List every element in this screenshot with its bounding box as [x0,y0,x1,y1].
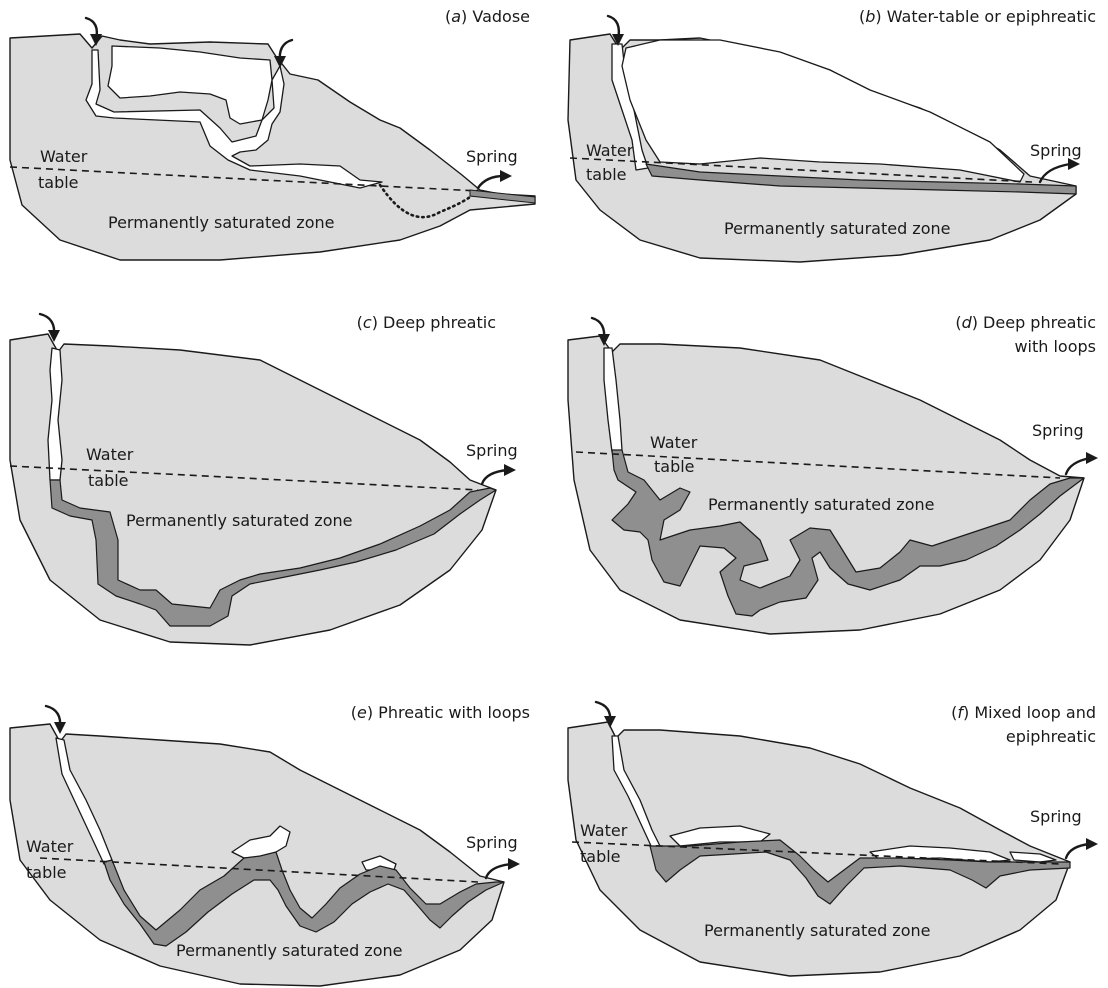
panel-a: (a) Vadose Water table Spring Permanentl… [9,7,536,261]
inflow-arrow-icon [84,16,102,46]
spring-label: Spring [466,441,518,460]
water-table-label: Water [650,433,698,452]
spring-arrow-icon [484,858,520,880]
epiphreatic-passage [669,825,771,847]
epiphreatic-passage [621,39,1025,183]
upper-passage [107,45,273,125]
water-table-label: Water [40,147,88,166]
panel-title: (e) Phreatic with loops [351,703,530,722]
panel-title: (b) Water-table or epiphreatic [859,7,1096,26]
vadose-passage [85,49,383,189]
water-table-label: Water [86,445,134,464]
spring-arrow-icon [480,464,516,486]
water-table-label: table [26,863,67,882]
water-table-line [9,465,479,491]
looping-phreatic-passage [611,449,1085,617]
panel-title: (f) Mixed loop and [951,703,1096,722]
panel-b: (b) Water-table or epiphreatic Water tab… [567,7,1096,263]
panel-title-line2: with loops [1014,337,1096,356]
water-table-line [575,451,1061,479]
panel-f: (f) Mixed loop and epiphreatic Water tab… [567,700,1098,977]
inflow-arrow-icon [274,38,294,68]
saturated-zone-label: Permanently saturated zone [176,941,402,960]
panel-d: (d) Deep phreatic with loops Water table… [567,313,1098,635]
water-table-label: table [586,165,627,184]
panel-title: (c) Deep phreatic [357,313,496,332]
panel-title-line2: epiphreatic [1006,727,1096,746]
spring-stream [469,189,536,204]
looping-phreatic-passage [103,851,505,947]
saturated-zone-label: Permanently saturated zone [126,511,352,530]
spring-arrow-icon [1038,158,1080,184]
saturated-zone-label: Permanently saturated zone [708,495,934,514]
spring-arrow-icon [1064,838,1098,860]
water-table-line [571,841,1061,865]
panel-c: (c) Deep phreatic Water table Spring Per… [9,312,518,646]
water-table-label: Water [26,837,74,856]
rock-mass [567,721,1071,977]
saturated-zone-label: Permanently saturated zone [108,213,334,232]
water-table-line [9,166,479,192]
water-table-label: Water [586,141,634,160]
water-table-label: table [580,847,621,866]
water-table-label: Water [580,821,628,840]
spring-label: Spring [1030,807,1082,826]
panel-e: (e) Phreatic with loops Water table Spri… [9,703,530,987]
water-table-line [569,157,1033,183]
water-table-label: table [654,457,695,476]
epiphreatic-passage [1009,851,1057,863]
saturated-zone-label: Permanently saturated zone [724,219,950,238]
mixed-loop-passage [649,839,1071,905]
panel-title: (a) Vadose [445,7,530,26]
spring-label: Spring [1030,141,1082,160]
phreatic-loop [378,183,480,219]
spring-arrow-icon [1064,452,1098,476]
epiphreatic-passage [361,855,397,871]
spring-label: Spring [466,147,518,166]
inflow-arrow-icon [38,312,60,342]
inflow-arrow-icon [44,704,66,734]
water-table-label: table [38,173,79,192]
inflow-arrow-icon [594,700,616,728]
deep-phreatic-passage [49,479,497,627]
phreatic-passage [645,163,1077,195]
water-table-line [39,857,479,883]
spring-label: Spring [466,833,518,852]
spring-label: Spring [1032,421,1084,440]
spring-arrow-icon [476,170,512,190]
rock-mass [9,333,497,646]
panel-title: (d) Deep phreatic [955,313,1096,332]
inflow-arrow-icon [590,316,610,346]
saturated-zone-label: Permanently saturated zone [704,921,930,940]
water-table-label: table [88,471,129,490]
inflow-arrow-icon [606,14,624,46]
